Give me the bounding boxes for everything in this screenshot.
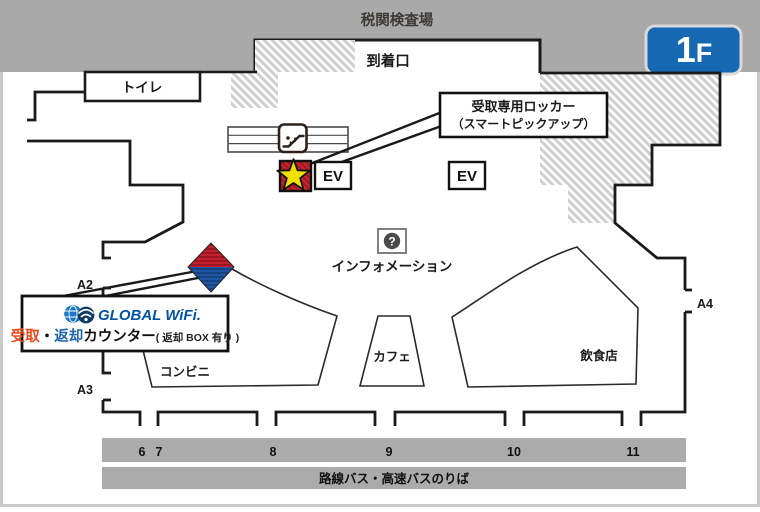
global-wifi-brand: GLOBAL WiFi.	[98, 307, 201, 324]
shop-restaurant-outline	[451, 246, 639, 388]
locker-callout-line2: （スマートピックアップ）	[452, 116, 596, 131]
counter-leader-line-1	[57, 269, 198, 299]
floor-badge-digit: 1	[676, 29, 696, 70]
escalator-icon	[277, 123, 308, 154]
globe-icon	[64, 305, 82, 323]
counter-counter-text: カウンター	[83, 328, 156, 345]
counter-pickup-text: 受取	[11, 327, 40, 345]
counter-callout-line2: 受取・返却カウンター( 返却 BOX 有り )	[11, 327, 239, 345]
counter-note-text: ( 返却 BOX 有り )	[156, 331, 239, 344]
counter-separator: ・	[40, 329, 55, 345]
cafe-label: カフェ	[373, 350, 411, 364]
information-icon: ?	[377, 228, 407, 254]
bus-lane-label: 路線バス・高速バスのりば	[319, 471, 470, 486]
customs-band	[0, 0, 760, 72]
toilet-room: トイレ	[83, 70, 202, 103]
shop-conbini-outline	[142, 268, 338, 388]
locker-callout: 受取専用ロッカー （スマートピックアップ）	[438, 91, 609, 139]
gate-label-a2: A2	[77, 278, 93, 292]
ev-label-2: EV	[457, 168, 477, 185]
hatched-zone-left	[231, 40, 355, 108]
shops	[142, 246, 639, 388]
building-wall-bottom	[156, 410, 624, 426]
conbini-label: コンビニ	[160, 364, 210, 379]
floor-badge: 1F	[644, 24, 743, 76]
bus-number-strip: 6 7 8 9 10 11	[102, 438, 686, 462]
escalator-area	[227, 123, 349, 154]
customs-label: 税関検査場	[361, 11, 434, 29]
bus-lane-strip: 路線バス・高速バスのりば	[102, 467, 686, 489]
svg-text:1F: 1F	[676, 29, 713, 70]
elevator-box-1: EV	[313, 160, 353, 191]
bus-number-10: 10	[507, 445, 521, 459]
bus-number-7: 7	[156, 445, 163, 459]
counter-leader-line-2	[99, 275, 204, 299]
bus-number-6: 6	[139, 445, 146, 459]
elevator-box-2: EV	[447, 160, 487, 191]
locker-callout-line1: 受取専用ロッカー	[471, 99, 575, 114]
gate-label-a3: A3	[77, 383, 93, 397]
arrival-label: 到着口	[366, 52, 410, 70]
question-mark-glyph: ?	[388, 235, 395, 249]
bus-number-8: 8	[270, 445, 277, 459]
wifi-icon	[77, 306, 95, 324]
ev-label-1: EV	[323, 168, 343, 185]
toilet-label: トイレ	[122, 80, 163, 95]
counter-return-text: 返却	[54, 327, 83, 345]
bus-number-9: 9	[386, 445, 393, 459]
restaurant-label: 飲食店	[579, 348, 618, 363]
locker-leader-line-1	[309, 108, 448, 166]
floor-badge-letter: F	[696, 38, 713, 68]
shop-cafe-outline	[358, 315, 425, 387]
gate-label-a4: A4	[697, 297, 713, 311]
information-area: ? インフォメーション	[332, 228, 453, 274]
building-wall-right	[540, 71, 722, 426]
bus-number-11: 11	[626, 445, 639, 459]
information-label: インフォメーション	[332, 259, 453, 274]
smart-pickup-locker-marker	[276, 158, 313, 193]
wifi-counter-marker	[187, 242, 235, 293]
star-icon	[276, 158, 311, 191]
global-wifi-callout: GLOBAL WiFi. 受取・返却カウンター( 返却 BOX 有り )	[11, 294, 239, 353]
